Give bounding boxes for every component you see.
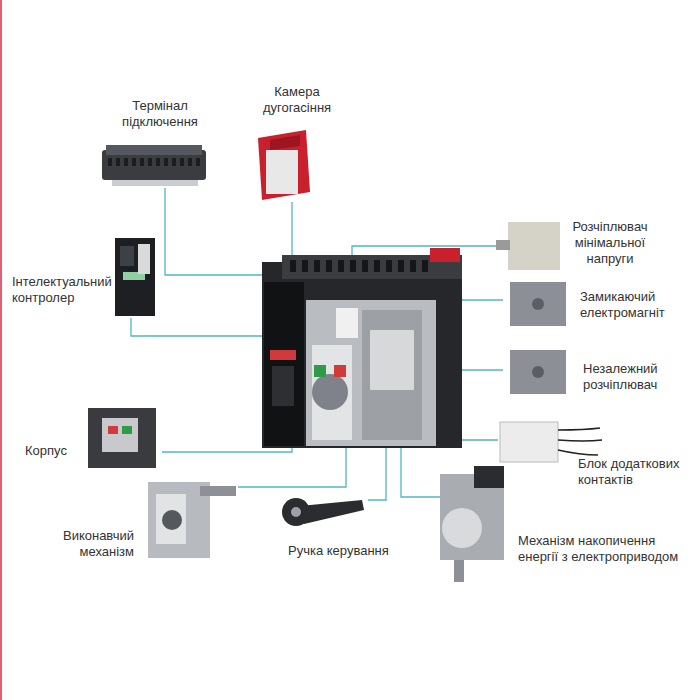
undervoltage-release xyxy=(496,222,560,270)
part-label: Розчіплювач мінімальної напруги xyxy=(558,219,662,267)
part-label: Камера дугогасіння xyxy=(250,84,344,116)
part-label: Ручка керування xyxy=(288,543,408,559)
motor-mechanism xyxy=(440,466,504,582)
controller xyxy=(115,238,155,316)
central-breaker xyxy=(262,248,462,448)
arc-chamber xyxy=(258,130,310,200)
leader-lines xyxy=(131,188,503,500)
edge-stripe xyxy=(0,0,2,700)
actuator xyxy=(148,482,236,558)
terminal-block xyxy=(102,145,206,186)
part-label: Корпус xyxy=(25,443,105,459)
part-label: Блок додаткових контактів xyxy=(578,456,694,488)
shunt-release xyxy=(510,350,566,394)
part-label: Механізм накопичення енергії з електропр… xyxy=(518,533,690,565)
part-label: Термінал підключення xyxy=(110,98,210,130)
part-label: Незалежний розчіплювач xyxy=(583,361,687,393)
part-label: Виконавчий механізм xyxy=(40,528,134,560)
part-label: Замикаючий електромагніт xyxy=(580,289,694,321)
part-label: Інтелектуальний контролер xyxy=(12,274,126,306)
control-handle xyxy=(282,498,364,526)
housing xyxy=(88,408,156,468)
closing-magnet xyxy=(510,282,566,326)
